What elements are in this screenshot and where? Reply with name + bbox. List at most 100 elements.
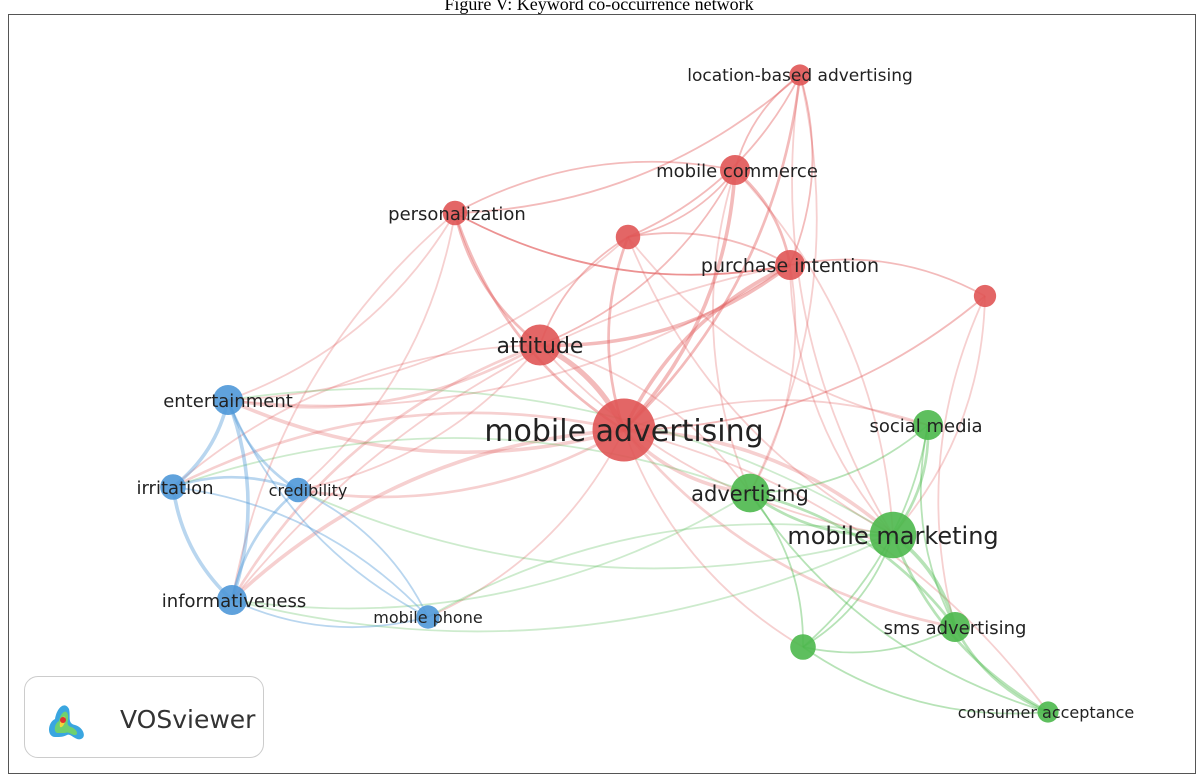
link-mobile-advertising--red-b: [623, 295, 986, 431]
link-red-b--sms-advertising: [937, 295, 986, 628]
link-location-based-advertising--mobile-marketing: [791, 74, 894, 536]
link-attitude--mobile-marketing: [539, 344, 894, 536]
link-mobile-commerce--advertising: [712, 169, 751, 494]
link-mobile-marketing--mobile-phone: [427, 523, 894, 618]
link-mobile-advertising--green-a: [623, 429, 804, 648]
link-irritation--informativeness: [171, 486, 234, 602]
node-consumer-acceptance[interactable]: [1037, 701, 1059, 723]
node-mobile-marketing[interactable]: [869, 511, 917, 559]
link-mobile-advertising--consumer-acceptance: [623, 429, 1049, 713]
link-mobile-commerce--personalization: [454, 160, 736, 214]
link-irritation--mobile-phone: [172, 486, 429, 618]
node-label-social-media: social media: [869, 416, 982, 437]
node-purchase-intention[interactable]: [775, 250, 805, 280]
node-credibility[interactable]: [285, 477, 311, 503]
vosviewer-logo-icon: [49, 705, 84, 740]
node-label-mobile-advertising: mobile advertising: [484, 414, 763, 449]
link-sms-advertising--consumer-acceptance: [953, 626, 1049, 714]
node-label-advertising: advertising: [691, 482, 809, 506]
node-irritation[interactable]: [160, 474, 186, 500]
link-personalization--credibility: [297, 212, 456, 491]
link-green-a--consumer-acceptance: [802, 646, 1049, 715]
link-red-a--mobile-marketing: [627, 236, 894, 536]
link-mobile-advertising--mobile-phone: [427, 429, 625, 618]
link-informativeness--mobile-phone: [231, 599, 429, 629]
link-mobile-advertising--credibility: [297, 428, 625, 499]
node-label-mobile-commerce: mobile commerce: [656, 161, 818, 182]
link-entertainment--mobile-phone: [227, 399, 429, 618]
node-sms-advertising[interactable]: [940, 612, 970, 642]
figure-caption: Figure V: Keyword co-occurrence network: [444, 0, 754, 14]
link-advertising--green-a: [749, 492, 804, 648]
link-attitude--mobile-commerce: [539, 169, 736, 346]
link-red-b--mobile-marketing: [892, 295, 986, 536]
link-attitude--entertainment: [227, 343, 541, 409]
node-label-purchase-intention: purchase intention: [701, 255, 879, 277]
network-nodes: [160, 64, 1059, 723]
node-mobile-advertising[interactable]: [592, 398, 656, 462]
node-label-attitude: attitude: [497, 334, 584, 359]
link-irritation--credibility: [172, 475, 299, 492]
link-credibility--mobile-phone: [297, 489, 429, 618]
link-location-based-advertising--advertising: [749, 74, 818, 494]
node-red-b[interactable]: [973, 284, 997, 308]
link-mobile-marketing--entertainment: [227, 387, 894, 536]
node-advertising[interactable]: [730, 473, 770, 513]
link-purchase-intention--informativeness: [231, 264, 791, 601]
link-personalization--purchase-intention: [454, 212, 791, 276]
link-purchase-intention--mobile-marketing: [789, 264, 894, 536]
network-frame: [8, 14, 1196, 774]
node-label-mobile-phone: mobile phone: [373, 608, 482, 627]
vosviewer-logo-box: VOSviewer: [24, 676, 264, 758]
node-label-entertainment: entertainment: [163, 391, 293, 412]
link-advertising--consumer-acceptance: [749, 492, 1049, 713]
link-personalization--informativeness: [231, 212, 456, 601]
vosviewer-logo-text: VOSviewer: [120, 705, 256, 734]
link-location-based-advertising--red-a: [627, 74, 801, 238]
node-label-informativeness: informativeness: [162, 591, 306, 612]
link-advertising--social-media: [749, 424, 929, 494]
link-purchase-intention--personalization: [454, 212, 791, 276]
node-label-consumer-acceptance: consumer acceptance: [958, 703, 1135, 722]
link-mobile-advertising--social-media: [623, 399, 929, 431]
link-attitude--personalization: [453, 212, 541, 347]
link-purchase-intention--entertainment: [227, 264, 791, 407]
link-attitude--informativeness: [230, 343, 541, 601]
node-label-personalization: personalization: [388, 204, 526, 225]
link-mobile-advertising--entertainment: [227, 398, 625, 454]
node-label-mobile-marketing: mobile marketing: [787, 522, 998, 550]
node-label-irritation: irritation: [136, 478, 213, 499]
link-purchase-intention--red-b: [789, 258, 986, 297]
network-labels: mobile advertising attitude purchase inten…: [136, 66, 1134, 722]
node-green-a[interactable]: [790, 634, 816, 660]
link-attitude--credibility: [297, 344, 541, 491]
link-advertising--sms-advertising: [749, 491, 957, 628]
link-sms-advertising--green-a: [802, 626, 956, 654]
node-label-sms-advertising: sms advertising: [884, 618, 1027, 639]
link-attitude--irritation: [172, 344, 541, 488]
node-informativeness[interactable]: [217, 585, 247, 615]
node-social-media[interactable]: [913, 410, 943, 440]
link-personalization--entertainment: [227, 212, 456, 401]
link-mobile-commerce--mobile-marketing: [734, 169, 894, 536]
link-red-a--social-media: [627, 236, 929, 426]
node-red-a[interactable]: [615, 224, 641, 250]
link-mobile-marketing--informativeness: [231, 534, 894, 633]
link-mobile-advertising--mobile-marketing: [623, 428, 895, 537]
node-personalization[interactable]: [442, 200, 468, 226]
link-mobile-advertising--mobile-commerce: [622, 169, 737, 432]
link-purchase-intention--advertising: [749, 264, 797, 494]
node-attitude[interactable]: [519, 324, 561, 366]
node-entertainment[interactable]: [213, 385, 243, 415]
node-location-based-advertising[interactable]: [789, 64, 811, 86]
node-label-credibility: credibility: [269, 481, 348, 500]
node-mobile-commerce[interactable]: [720, 155, 750, 185]
link-purchase-intention--location-based-advertising: [789, 74, 814, 266]
link-mobile-advertising--location-based-advertising: [623, 74, 802, 431]
link-mobile-marketing--credibility: [297, 489, 894, 570]
node-mobile-phone[interactable]: [416, 605, 440, 629]
link-social-media--sms-advertising: [919, 424, 956, 628]
link-mobile-advertising--personalization: [453, 212, 625, 432]
link-mobile-advertising--irritation: [172, 411, 625, 489]
